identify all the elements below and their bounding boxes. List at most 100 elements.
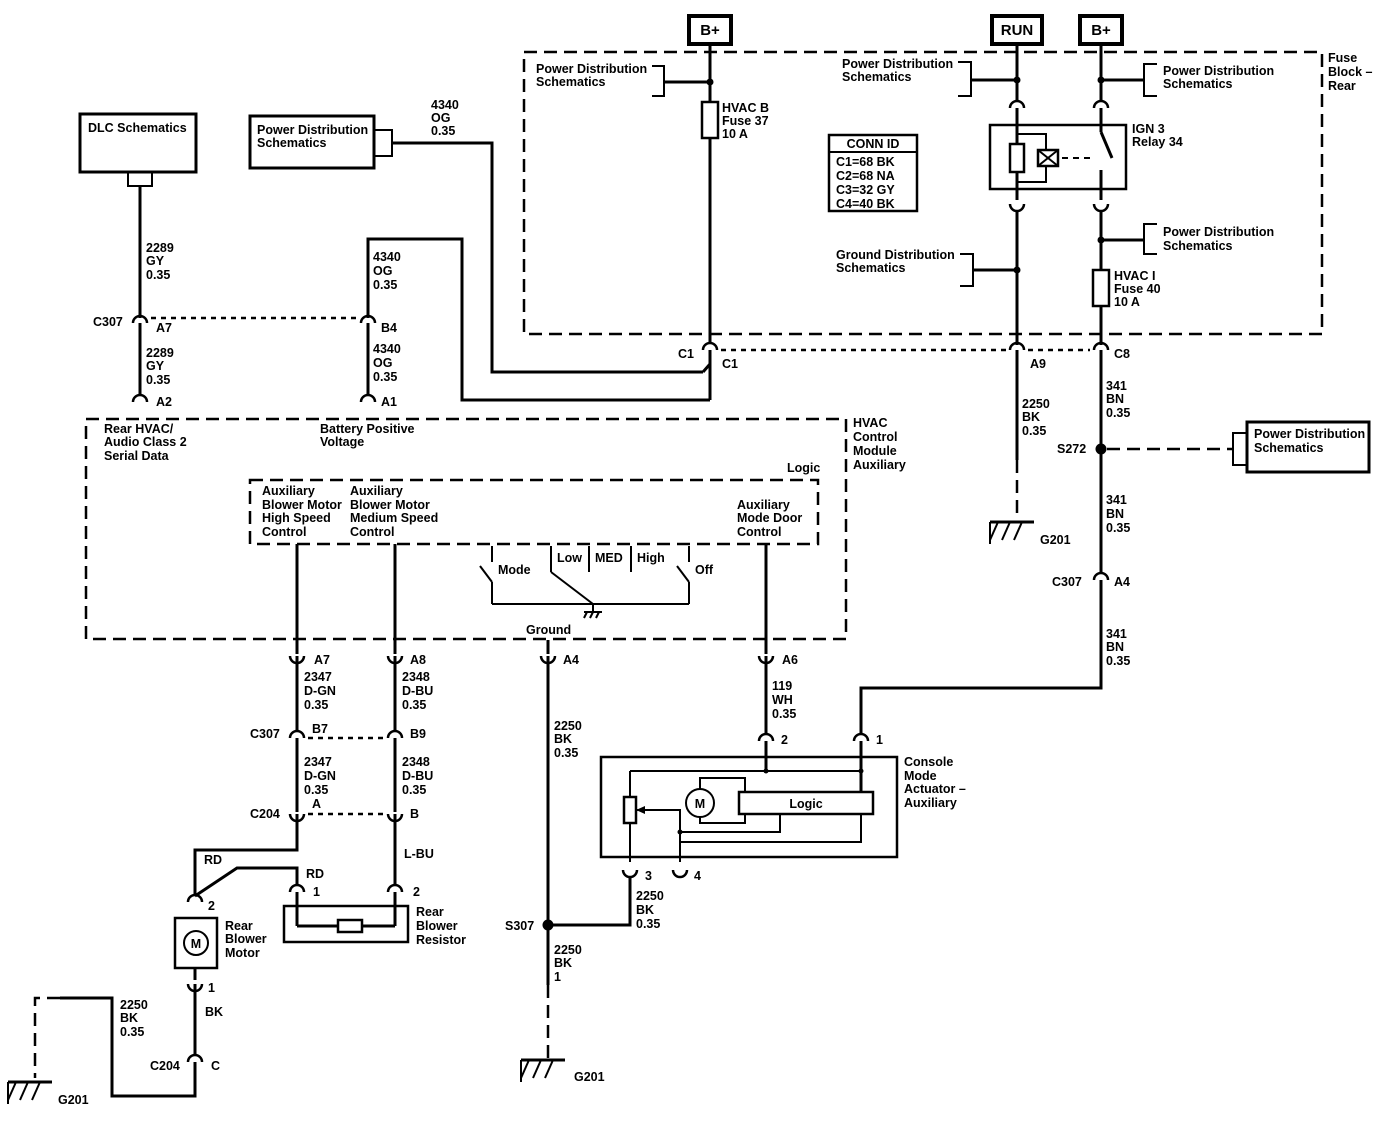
- wire-label-2250-s307: 2250 BK 1: [554, 943, 582, 984]
- wire-label-2250-act: 2250 BK 0.35: [636, 889, 664, 931]
- svg-text:B+: B+: [700, 22, 720, 39]
- svg-text:4340: 4340: [431, 98, 459, 112]
- power-b-plus-left: B+: [687, 14, 733, 46]
- rear-blower-resistor: [282, 892, 410, 944]
- label-c307-a4: C307: [1052, 575, 1082, 589]
- label-b: B: [410, 807, 419, 821]
- ref-pd1: Power Distribution Schematics: [248, 114, 393, 170]
- label-pin3-act: 3: [645, 869, 652, 883]
- svg-text:10 A: 10 A: [722, 127, 748, 141]
- module-mode-door-label: Auxiliary Mode Door Control: [737, 498, 802, 539]
- wire-label-lbu: L-BU: [404, 847, 434, 861]
- ref-ground-dist: Ground Distribution Schematics: [836, 248, 955, 275]
- svg-text:D-GN: D-GN: [304, 684, 336, 698]
- svg-text:0.35: 0.35: [1106, 406, 1130, 420]
- svg-text:Power Distribution: Power Distribution: [536, 62, 647, 76]
- svg-text:0.35: 0.35: [1106, 521, 1130, 535]
- console-mode-actuator: M Logic: [599, 741, 899, 862]
- svg-text:2250: 2250: [120, 998, 148, 1012]
- svg-text:Schematics: Schematics: [1163, 239, 1233, 253]
- label-pin-a4: A4: [563, 653, 579, 667]
- svg-text:OG: OG: [373, 264, 392, 278]
- svg-text:Relay 34: Relay 34: [1132, 135, 1183, 149]
- wire-label-2347-2: 2347 D-GN 0.35: [304, 755, 336, 797]
- label-pin4-act: 4: [694, 869, 701, 883]
- ref-dlc: DLC Schematics: [78, 112, 198, 187]
- ref-pd-b-mid: Power Distribution Schematics: [1163, 225, 1274, 253]
- svg-text:Battery Positive: Battery Positive: [320, 422, 415, 436]
- wire-label-2348-1: 2348 D-BU 0.35: [402, 670, 433, 712]
- label-s307: S307: [505, 919, 534, 933]
- splice-s272: [1095, 443, 1107, 455]
- svg-text:341: 341: [1106, 493, 1127, 507]
- svg-text:0.35: 0.35: [1106, 654, 1130, 668]
- label-pin2-act: 2: [781, 733, 788, 747]
- svg-text:2250: 2250: [636, 889, 664, 903]
- relay-ign3: [988, 108, 1128, 200]
- conn-id-table: CONN ID C1=68 BK C2=68 NA C3=32 GY C4=40…: [827, 133, 919, 213]
- svg-text:GY: GY: [146, 254, 165, 268]
- svg-text:Console: Console: [904, 755, 953, 769]
- svg-text:C4=40 BK: C4=40 BK: [836, 197, 895, 211]
- label-c1-right: C1: [722, 357, 738, 371]
- svg-text:Rear: Rear: [416, 905, 444, 919]
- module-logic-box: [248, 478, 820, 546]
- wire-label-rd1: RD: [204, 853, 222, 867]
- svg-text:BK: BK: [554, 956, 572, 970]
- power-b-plus-right: B+: [1078, 14, 1124, 46]
- label-a: A: [312, 797, 321, 811]
- actuator-label: Console Mode Actuator – Auxiliary: [904, 755, 966, 810]
- svg-text:Power Distribution: Power Distribution: [1254, 427, 1365, 441]
- wire-label-2250-motor: 2250 BK 0.35: [120, 998, 148, 1039]
- svg-text:0.35: 0.35: [373, 278, 397, 292]
- label-c8: C8: [1114, 347, 1130, 361]
- module-med-speed-label: Auxiliary Blower Motor Medium Speed Cont…: [350, 484, 438, 539]
- svg-text:OG: OG: [373, 356, 392, 370]
- svg-text:BK: BK: [1022, 410, 1040, 424]
- label-pin2-r: 2: [413, 885, 420, 899]
- wire-label-119: 119 WH 0.35: [772, 679, 796, 721]
- mode-switch: Mode Low MED High Off: [479, 546, 714, 619]
- label-b4: B4: [381, 321, 397, 335]
- label-s272: S272: [1057, 442, 1086, 456]
- svg-text:Actuator –: Actuator –: [904, 782, 966, 796]
- svg-text:341: 341: [1106, 379, 1127, 393]
- wire-label-4340-mid: 4340 OG 0.35: [373, 250, 401, 292]
- ref-pd-b-top: Power Distribution Schematics: [1163, 64, 1274, 91]
- ground-g201-c: [6, 1080, 54, 1106]
- svg-text:Schematics: Schematics: [257, 136, 327, 150]
- label-g201-a: G201: [1040, 533, 1071, 547]
- wire-label-rd2: RD: [306, 867, 324, 881]
- svg-text:Auxiliary: Auxiliary: [737, 498, 790, 512]
- svg-text:Blower Motor: Blower Motor: [350, 498, 430, 512]
- label-pin1-m: 1: [208, 981, 215, 995]
- label-a4-c307: A4: [1114, 575, 1130, 589]
- svg-text:Medium Speed: Medium Speed: [350, 511, 438, 525]
- label-pin-a6: A6: [782, 653, 798, 667]
- svg-text:Power Distribution: Power Distribution: [1163, 64, 1274, 78]
- svg-text:BN: BN: [1106, 507, 1124, 521]
- svg-text:2347: 2347: [304, 670, 332, 684]
- svg-text:Control: Control: [350, 525, 394, 539]
- wire-label-2289-top: 2289 GY 0.35: [146, 241, 174, 282]
- svg-text:Power Distribution: Power Distribution: [1163, 225, 1274, 239]
- module-logic-label: Logic: [787, 461, 820, 475]
- svg-text:BN: BN: [1106, 392, 1124, 406]
- svg-text:2348: 2348: [402, 670, 430, 684]
- label-c204-c: C204: [150, 1059, 180, 1073]
- svg-text:Mode: Mode: [498, 563, 531, 577]
- fuse-hvac-b-label: HVAC B Fuse 37 10 A: [722, 101, 769, 141]
- svg-text:Ground Distribution: Ground Distribution: [836, 248, 955, 262]
- svg-text:Module: Module: [853, 444, 897, 458]
- svg-text:BK: BK: [554, 732, 572, 746]
- label-g201-c: G201: [58, 1093, 89, 1107]
- module-battery-label: Battery Positive Voltage: [320, 422, 415, 449]
- svg-text:Rear: Rear: [225, 919, 253, 933]
- svg-text:Control: Control: [737, 525, 781, 539]
- label-a1: A1: [381, 395, 397, 409]
- svg-text:C2=68 NA: C2=68 NA: [836, 169, 895, 183]
- svg-text:GY: GY: [146, 359, 165, 373]
- label-a7: A7: [156, 321, 172, 335]
- svg-text:Control: Control: [262, 525, 306, 539]
